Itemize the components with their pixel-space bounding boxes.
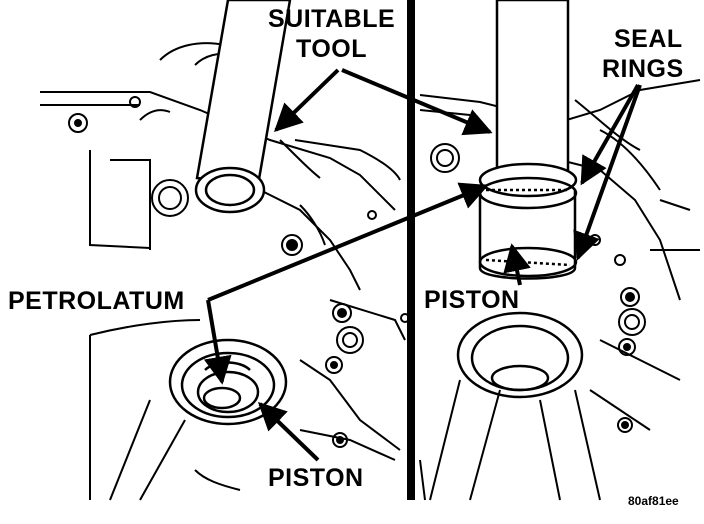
- right-piston: [478, 162, 578, 280]
- label-suitable-tool-line2: TOOL: [296, 35, 367, 63]
- left-housing: [40, 42, 406, 501]
- left-suitable-tool: [194, 0, 292, 214]
- arrow-seal-upper: [580, 84, 640, 186]
- panel-divider: [407, 0, 415, 500]
- label-piston-right: PISTON: [424, 286, 520, 314]
- label-seal-rings-line1: SEAL: [614, 25, 683, 53]
- label-seal-rings-line2: RINGS: [602, 55, 684, 83]
- right-bolts: [430, 143, 646, 433]
- right-piston-bore: [456, 311, 584, 399]
- leader-arrows: [203, 68, 642, 462]
- label-suitable-tool-line1: SUITABLE: [268, 5, 396, 33]
- arrow-petrolatum-right: [207, 182, 489, 302]
- right-suitable-tool: [495, 0, 570, 180]
- label-piston-bottom: PISTON: [268, 464, 364, 492]
- arrow-petrolatum-down: [203, 299, 232, 385]
- arrow-tool-right: [341, 68, 493, 136]
- arrow-seal-lower: [573, 84, 642, 261]
- label-petrolatum: PETROLATUM: [8, 287, 185, 315]
- arrow-piston-right: [503, 243, 531, 286]
- arrow-piston-bottom: [257, 402, 320, 462]
- arrow-tool-left: [273, 68, 340, 132]
- reference-code: 80af81ee: [628, 494, 679, 508]
